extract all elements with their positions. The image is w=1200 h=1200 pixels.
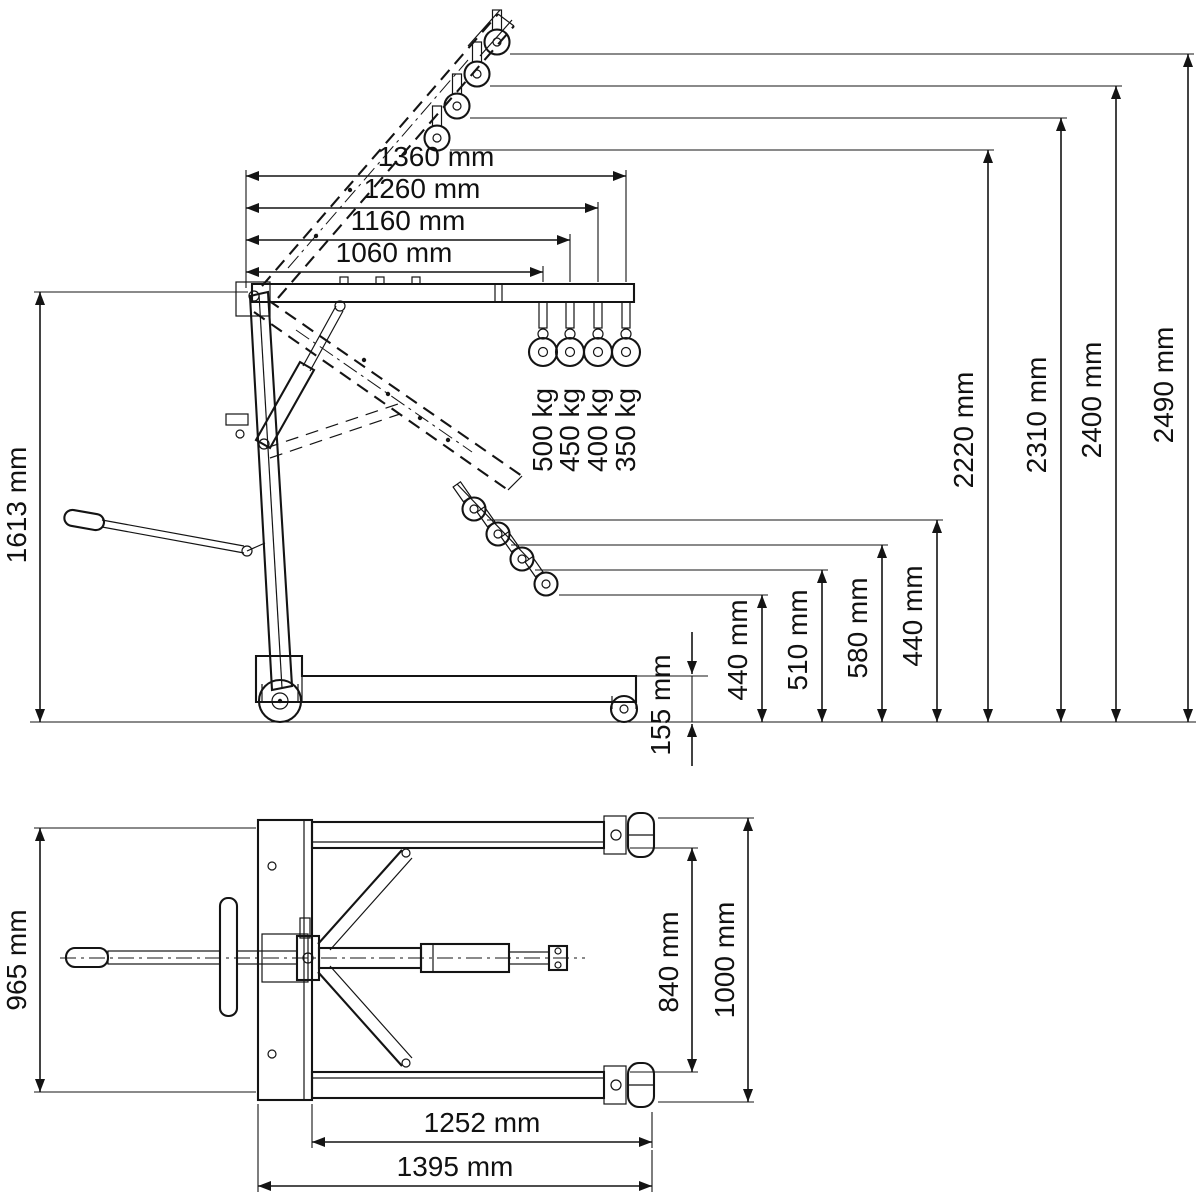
rear-caster-wheel [257,678,303,724]
pump-handle [63,508,266,557]
front-caster-wheel [609,694,639,724]
hook-assemblies-lowered [452,481,559,597]
dim-label-reach-1360: 1360 mm [378,141,495,172]
dim-label-inner-840: 840 mm [653,911,684,1012]
dim-label-height-2490: 2490 mm [1148,327,1179,444]
hook-assemblies-working [527,301,642,368]
capacity-label-350: 350 kg [610,388,641,472]
dim-label-mast-height: 1613 mm [1,447,32,564]
dim-label-width-965: 965 mm [1,909,32,1010]
hydraulic-cylinder [254,300,401,459]
dim-label-low-440b: 440 mm [897,565,928,666]
boom-lowered-phantom [253,299,530,560]
dim-label-reach-1060: 1060 mm [336,237,453,268]
top-view-drawing [60,811,656,1109]
dim-label-reach-1160: 1160 mm [351,205,466,236]
brace-upper [317,848,413,951]
leg-top [310,815,627,855]
hook-assemblies-raised [423,9,511,152]
dim-label-min-155: 155 mm [645,654,676,755]
caster-top-view-lower [610,1061,656,1109]
side-view-dimensions: 1360 mm 1260 mm 1160 mm 1060 mm 500 kg 4… [1,53,1194,766]
capacity-label-450: 450 kg [554,388,585,472]
side-view-drawing [30,9,1196,724]
dim-label-height-2220: 2220 mm [948,372,979,489]
boom [250,276,636,304]
caster-top-view-upper [610,811,656,859]
dim-label-overall-width-1000: 1000 mm [709,902,740,1019]
dim-label-low-580: 580 mm [842,577,873,678]
dim-label-low-440a: 440 mm [722,599,753,700]
extension-lines-side [34,53,1194,677]
dim-label-reach-1260: 1260 mm [364,173,481,204]
dim-label-overall-length-1395: 1395 mm [397,1151,514,1182]
leg-bottom [310,1065,627,1105]
top-view-dimensions: 965 mm 840 mm 1000 mm 1252 mm 1395 mm [1,817,754,1192]
dim-label-height-2400: 2400 mm [1076,342,1107,459]
drawbar-assembly [60,896,585,1018]
capacity-label-400: 400 kg [582,388,613,472]
capacity-label-500: 500 kg [527,388,558,472]
dim-label-height-2310: 2310 mm [1021,357,1052,474]
dim-label-low-510: 510 mm [782,589,813,690]
dim-label-leg-length-1252: 1252 mm [424,1107,541,1138]
brace-lower [317,965,413,1068]
